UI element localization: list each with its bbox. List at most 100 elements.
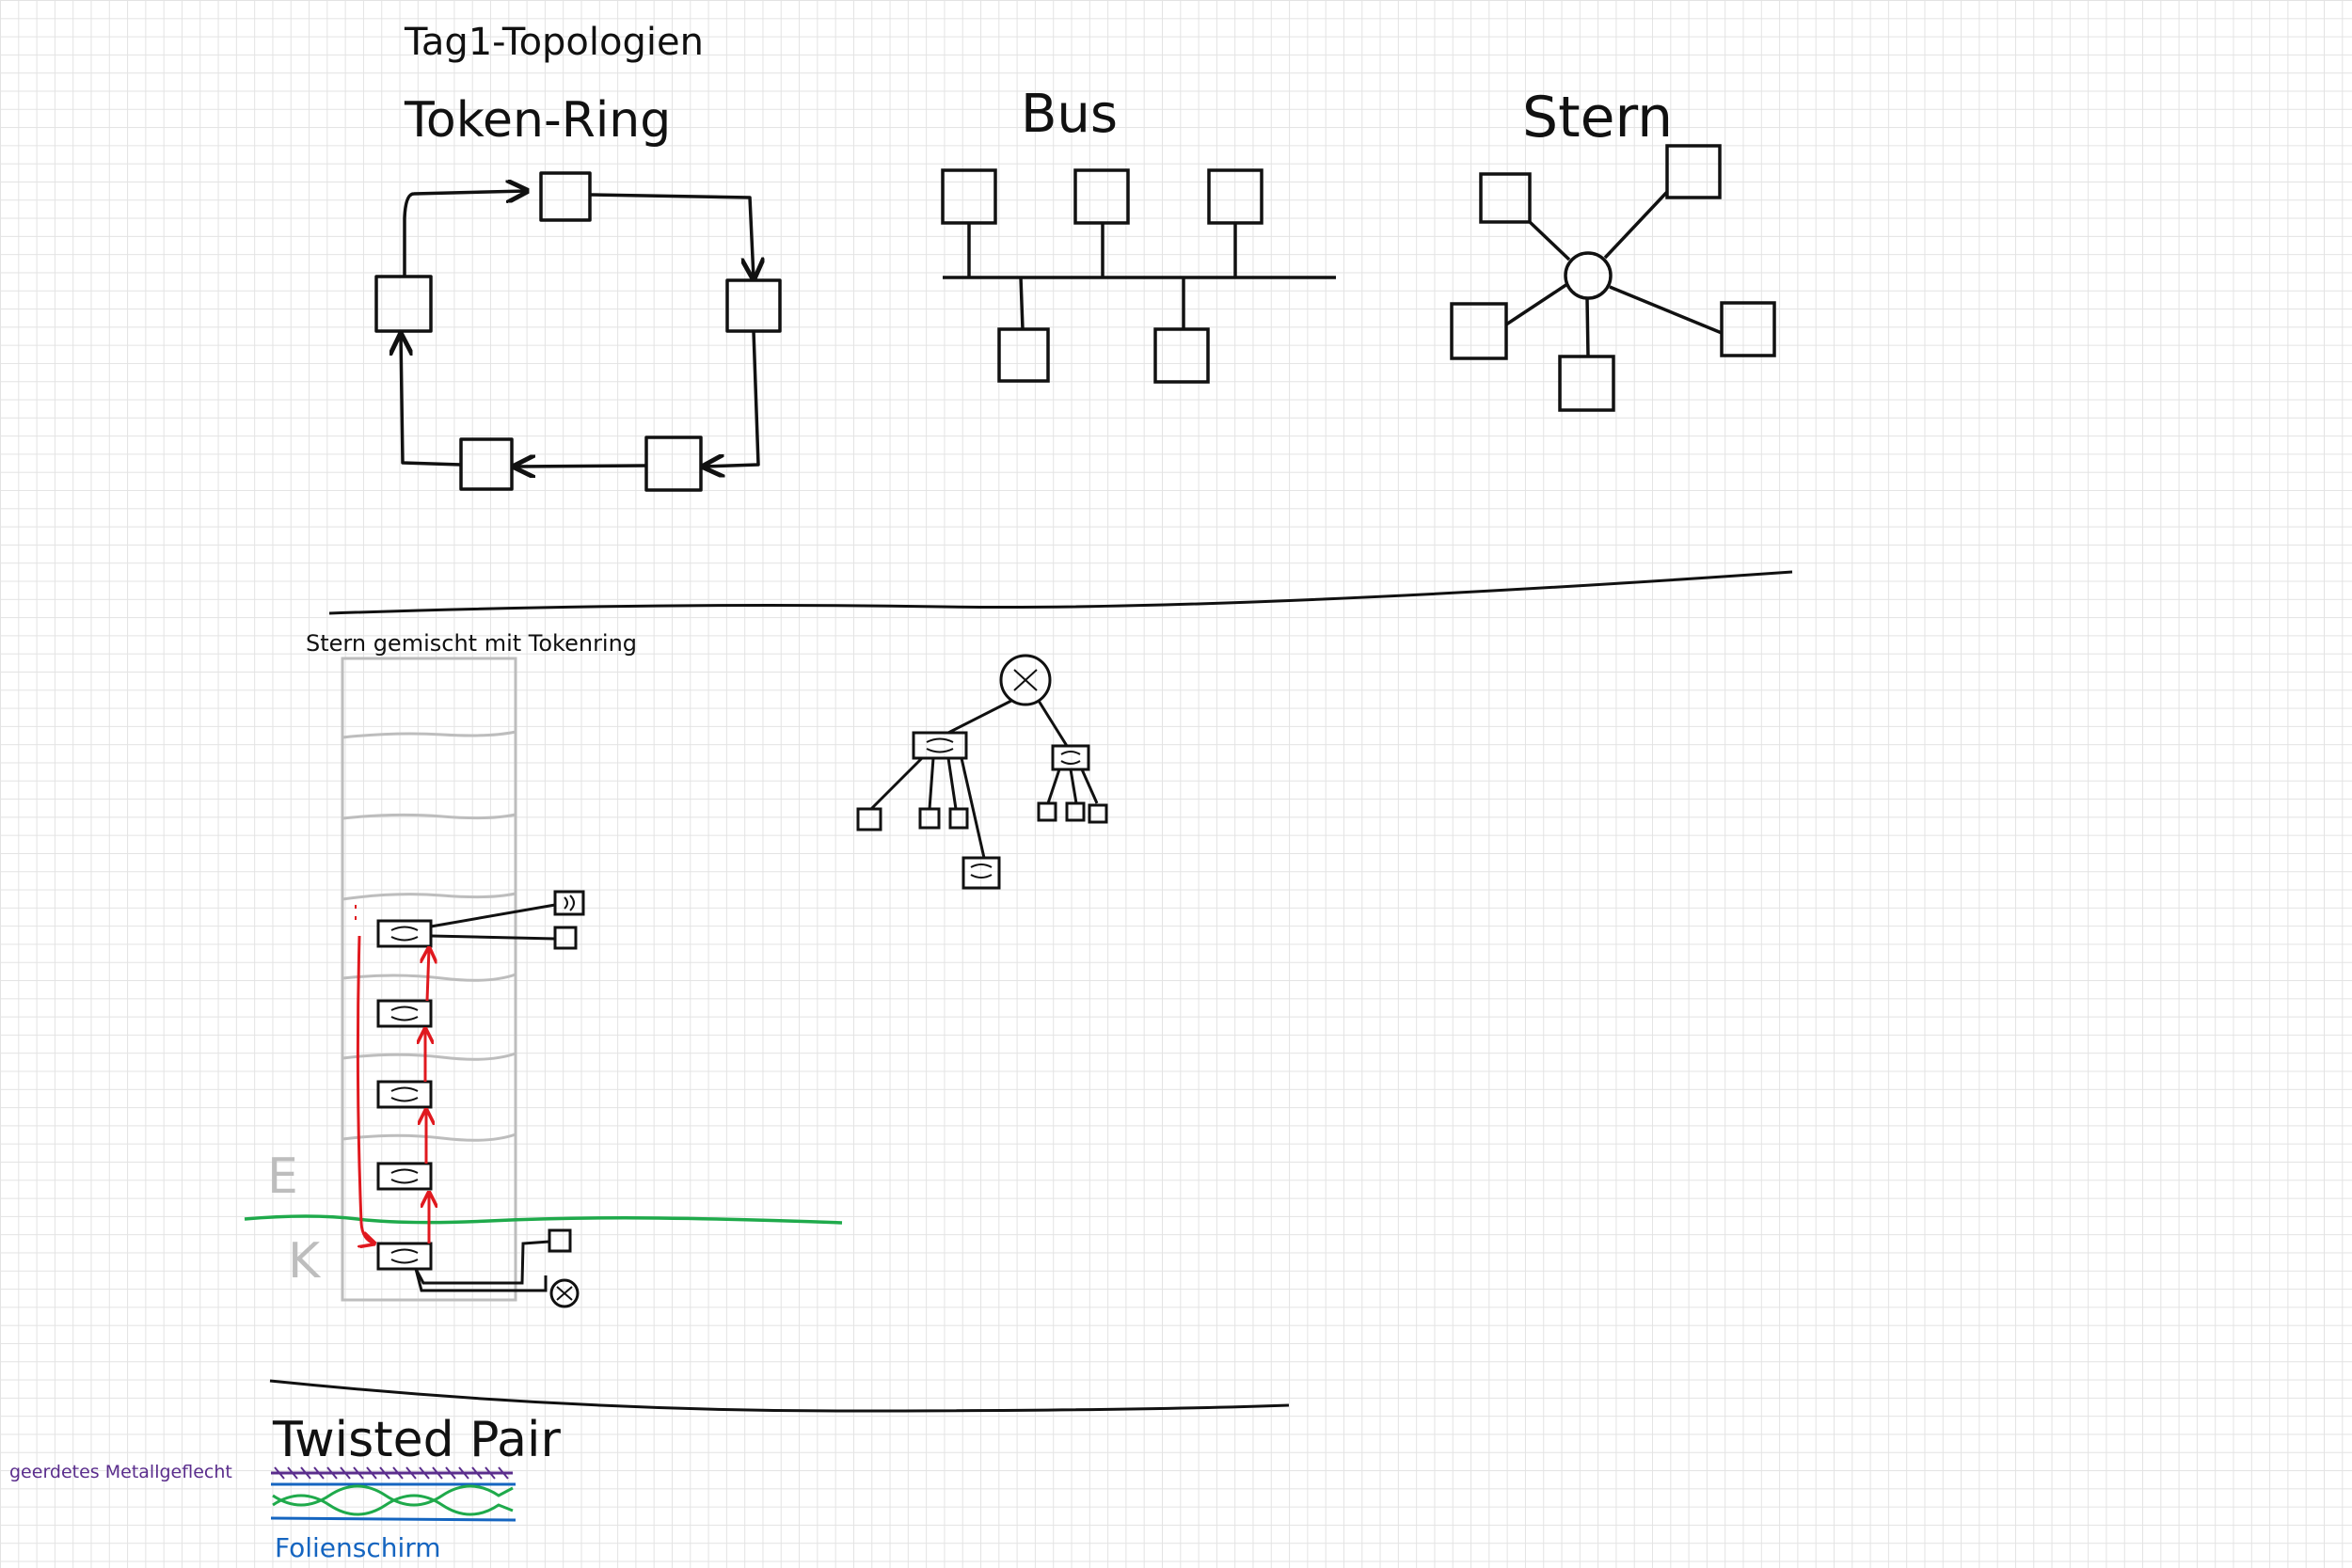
switch-glyph [1060, 751, 1081, 765]
ring-link-bottomright-bottomleft [515, 466, 647, 467]
foil-label: Folienschirm [275, 1532, 441, 1563]
token-flow-down [356, 935, 374, 1243]
token-flow [355, 905, 429, 1243]
ring-node-bottom-right [644, 436, 703, 492]
device-icon [548, 1228, 572, 1253]
building-outline [341, 657, 517, 1302]
top-floor-devices [430, 890, 585, 950]
star-link-left [1505, 282, 1568, 326]
device-icon [1065, 801, 1086, 822]
tree-link [947, 699, 1012, 735]
floor-lines [342, 730, 516, 1142]
token-ring-title: Token-Ring [404, 92, 671, 149]
ring-node-top [539, 171, 592, 222]
ring-link-top-right [589, 193, 754, 278]
star-node-bottom [1558, 355, 1615, 412]
switch-icon [1051, 744, 1090, 771]
separator-line-bottom [269, 1379, 1290, 1413]
cable [414, 1240, 550, 1285]
switch-icon [376, 919, 433, 948]
bus-diagram [941, 168, 1336, 384]
wifi-waves [564, 895, 575, 911]
router-icon [999, 654, 1052, 706]
braid-label: geerdetes Metallgeflecht [9, 1462, 232, 1482]
token-flow-up-4 [427, 948, 429, 1002]
floor-line [342, 813, 516, 820]
tree-link [946, 757, 958, 810]
cable-outer-bottom [270, 1516, 516, 1522]
star-node-right [1720, 301, 1776, 357]
tree-link [1046, 768, 1061, 804]
device-icon [918, 807, 941, 830]
star-link-right [1609, 285, 1723, 335]
switch-icon [376, 1162, 433, 1191]
ground-level-line [244, 1214, 843, 1225]
cable [414, 1268, 548, 1292]
switch-glyph [926, 737, 954, 753]
ring-node-right [725, 278, 782, 333]
tree-link [1069, 768, 1078, 804]
device-icon [948, 807, 969, 830]
ring-link-left-top [403, 191, 527, 277]
separator-line-top [328, 570, 1793, 615]
device-icon [1037, 801, 1057, 822]
switch-icon [376, 999, 433, 1028]
switch-glyph [970, 863, 993, 879]
star-node-top-left [1479, 172, 1532, 224]
tree-link [1080, 768, 1099, 804]
cable [430, 903, 556, 928]
cable-wire-1 [272, 1484, 514, 1507]
device-icon [856, 807, 882, 832]
bus-title: Bus [1021, 84, 1118, 145]
floor-line [342, 892, 516, 901]
star-link-bottom [1585, 297, 1590, 357]
star-node-left [1450, 302, 1508, 360]
bus-node-3 [1207, 168, 1263, 225]
tree-diagram [856, 654, 1108, 890]
device-icon [1088, 803, 1108, 824]
star-link-top-right [1603, 190, 1669, 260]
device-icon [553, 926, 578, 950]
cable-braid-hatch [274, 1466, 509, 1480]
twisted-pair-title: Twisted Pair [272, 1412, 561, 1468]
bus-node-5 [1153, 327, 1210, 384]
router-arrows [556, 1286, 573, 1301]
switch-icon [376, 1242, 433, 1271]
page-title: Tag1-Topologien [404, 21, 704, 64]
floor-switches [376, 919, 433, 1271]
floor-line [342, 973, 516, 982]
bus-drop-4 [1019, 277, 1025, 330]
floor-label-lower: K [288, 1233, 322, 1290]
bus-node-2 [1073, 168, 1130, 225]
ring-node-left [374, 275, 433, 333]
mixed-title: Stern gemischt mit Tokenring [306, 630, 637, 657]
star-hub [1564, 251, 1613, 300]
stern-title: Stern [1522, 85, 1673, 150]
tree-link [1037, 700, 1069, 747]
bus-node-4 [997, 327, 1050, 383]
switch-icon [912, 731, 968, 760]
tree-link [928, 757, 935, 810]
basement-devices [414, 1228, 580, 1308]
router-arrows [1013, 669, 1038, 691]
star-link-top-left [1528, 220, 1571, 261]
ring-link-bottomleft-left [401, 335, 462, 467]
floor-line [342, 730, 516, 739]
switch-icon [961, 856, 1001, 890]
tree-link [960, 757, 986, 859]
router-icon [549, 1278, 580, 1308]
cable [430, 934, 556, 941]
twisted-pair-cable [270, 1466, 516, 1522]
floor-label-upper: E [267, 1148, 298, 1205]
access-point-icon [553, 890, 585, 916]
stern-diagram [1450, 144, 1776, 412]
floor-line [342, 1132, 516, 1142]
ring-node-bottom-left [459, 437, 514, 491]
token-ring-diagram [374, 171, 782, 492]
star-node-top-right [1665, 144, 1722, 199]
cable-wire-2 [272, 1494, 514, 1516]
switch-icon [376, 1080, 433, 1109]
tree-link [869, 756, 924, 811]
building-diagram: E K [244, 657, 843, 1308]
